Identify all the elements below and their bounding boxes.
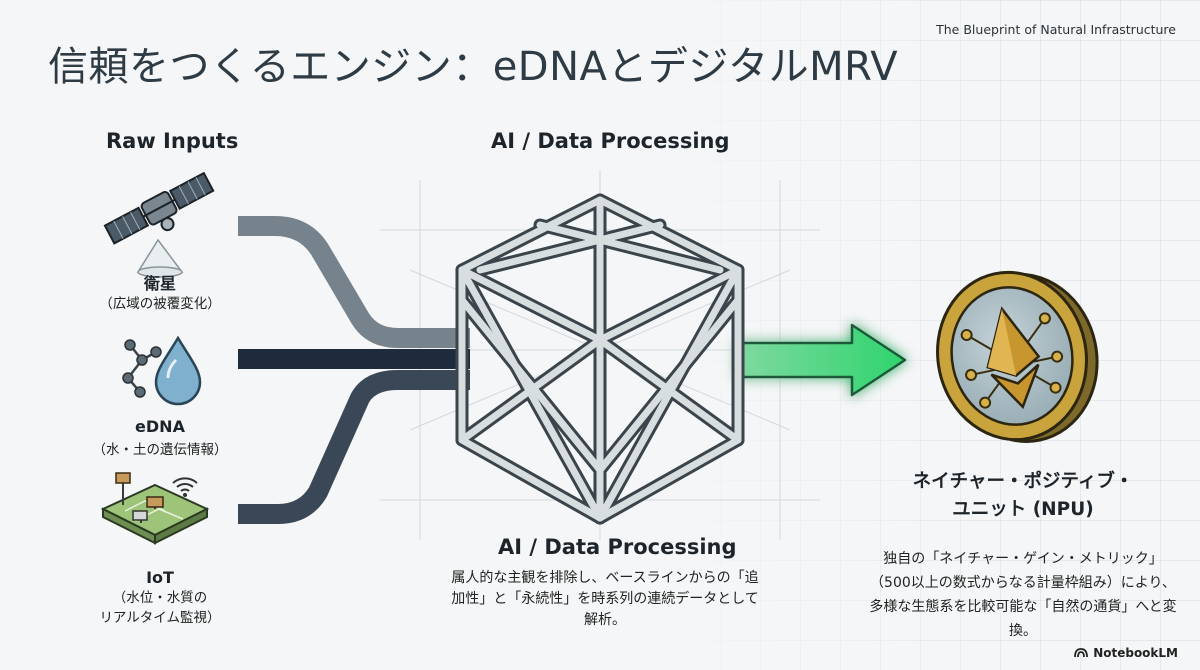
- brand-name: NotebookLM: [1093, 646, 1178, 660]
- pipe-iot: [238, 370, 470, 524]
- satellite-icon: [103, 171, 215, 278]
- dna-droplet-icon: [122, 335, 202, 406]
- processing-heading: AI / Data Processing: [491, 129, 730, 153]
- page-title: 信頼をつくるエンジン：eDNAとデジタルMRV: [48, 44, 899, 90]
- input-satellite-name: 衛星: [143, 274, 176, 293]
- input-edna-name: eDNA: [135, 417, 185, 436]
- input-iot-name: IoT: [146, 568, 174, 587]
- inputs-heading: Raw Inputs: [106, 129, 239, 153]
- brand-footer: NotebookLM: [1074, 646, 1178, 660]
- input-iot-desc: （水位・水質の リアルタイム監視）: [99, 590, 221, 626]
- lattice-cube-icon: [455, 193, 745, 525]
- iot-sensor-board-icon: [100, 472, 210, 545]
- input-satellite-desc: （広域の被覆変化）: [99, 296, 221, 312]
- npu-description: 独自の「ネイチャー・ゲイン・メトリック」（500以上の数式からなる計量枠組み）に…: [869, 551, 1177, 639]
- input-pipes: [238, 216, 470, 524]
- pipe-satellite: [238, 216, 470, 348]
- output-arrow: [736, 323, 907, 397]
- processing-description: 属人的な主観を排除し、ベースラインからの「追加性」と「永続性」を時系列の連続デー…: [451, 570, 759, 628]
- notebooklm-logo-icon: [1074, 648, 1089, 658]
- processing-subheading: AI / Data Processing: [498, 535, 737, 559]
- input-edna-desc: （水・土の遺伝情報）: [92, 442, 228, 458]
- npu-coin-icon: [936, 270, 1099, 443]
- npu-title: ネイチャー・ポジティブ・ ユニット (NPU): [912, 471, 1134, 520]
- header-tag: The Blueprint of Natural Infrastructure: [936, 22, 1176, 37]
